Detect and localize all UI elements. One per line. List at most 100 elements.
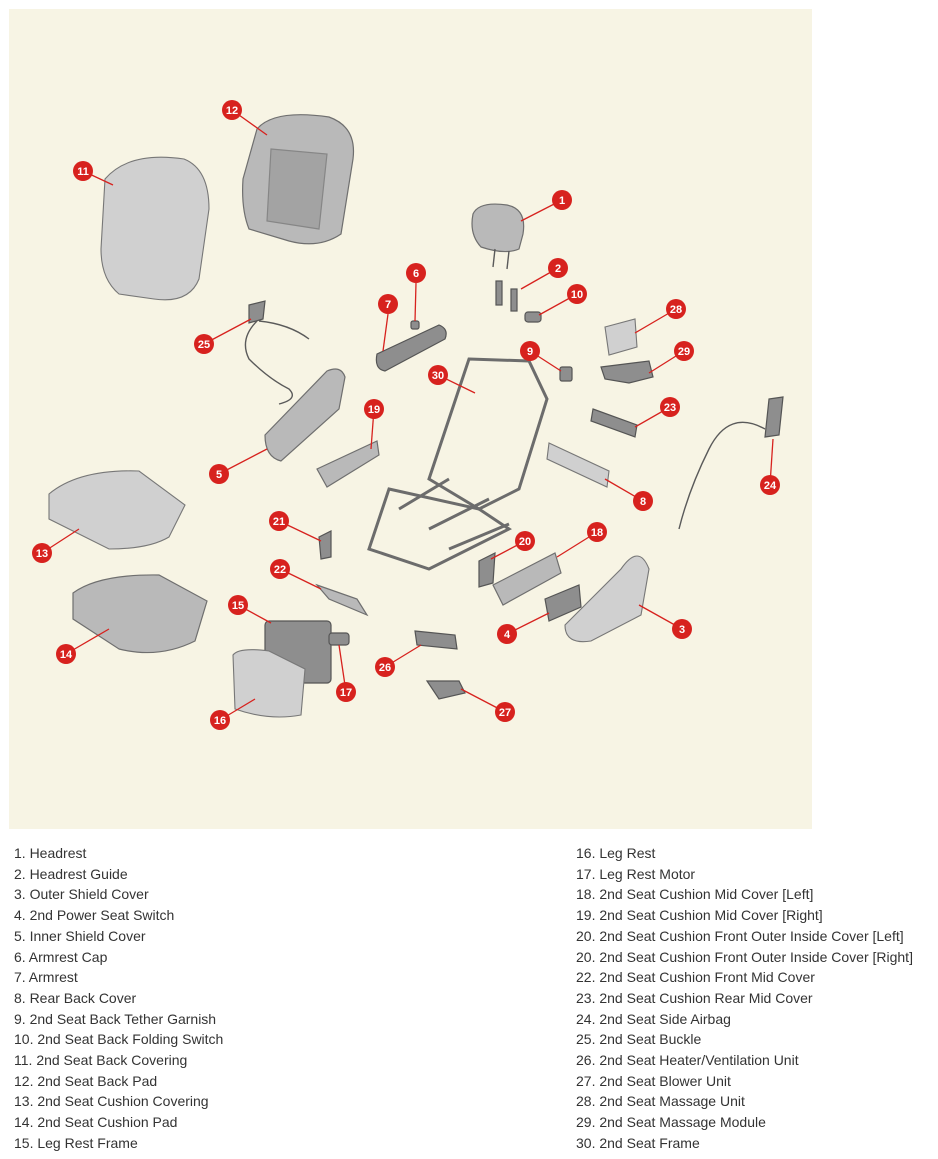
legend-item: 10. 2nd Seat Back Folding Switch xyxy=(14,1031,224,1048)
callout-11: 11 xyxy=(73,161,93,181)
svg-text:17: 17 xyxy=(340,687,352,699)
part-rear-back-cover xyxy=(546,442,610,488)
part-headrest xyxy=(471,203,525,253)
legend-item: 14. 2nd Seat Cushion Pad xyxy=(14,1114,178,1131)
svg-text:5: 5 xyxy=(216,469,222,481)
part-tether-garnish xyxy=(559,366,573,382)
legend-item: 16. Leg Rest xyxy=(576,845,656,861)
callout-22: 22 xyxy=(270,559,290,579)
part-leg-rest xyxy=(232,649,306,718)
svg-text:19: 19 xyxy=(368,404,380,416)
svg-text:9: 9 xyxy=(527,346,533,358)
callout-markers: 1 2 3 4 5 6 7 8 9 10 11 12 13 14 15 16 1… xyxy=(32,100,780,730)
callout-25: 25 xyxy=(194,334,214,354)
callout-16: 16 xyxy=(210,710,230,730)
part-massage-module xyxy=(600,360,654,384)
part-front-outer-cover-21 xyxy=(318,530,332,560)
svg-text:29: 29 xyxy=(678,346,690,358)
callout-2: 2 xyxy=(548,258,568,278)
svg-text:25: 25 xyxy=(198,339,210,351)
part-buckle xyxy=(248,300,266,324)
part-cushion-covering xyxy=(48,470,186,550)
callout-28: 28 xyxy=(666,299,686,319)
svg-text:10: 10 xyxy=(571,289,583,301)
legend-item: 20. 2nd Seat Cushion Front Outer Inside … xyxy=(576,948,913,965)
callout-29: 29 xyxy=(674,341,694,361)
part-mid-cover-right xyxy=(316,440,380,488)
svg-text:27: 27 xyxy=(499,707,511,719)
svg-text:24: 24 xyxy=(764,480,777,492)
legend-item: 20. 2nd Seat Cushion Front Outer Inside … xyxy=(576,927,904,944)
legend-item: 9. 2nd Seat Back Tether Garnish xyxy=(14,1010,217,1027)
part-seat-back-covering xyxy=(100,156,210,301)
svg-text:12: 12 xyxy=(226,105,238,117)
legend-item: 6. Armrest Cap xyxy=(14,948,108,965)
svg-text:20: 20 xyxy=(519,536,531,548)
svg-text:13: 13 xyxy=(36,548,48,560)
legend-item: 30. 2nd Seat Frame xyxy=(576,1134,700,1151)
legend-item: 8. Rear Back Cover xyxy=(14,989,137,1006)
callout-19: 19 xyxy=(364,399,384,419)
callout-9: 9 xyxy=(520,341,540,361)
legend-item: 7. Armrest xyxy=(14,969,78,986)
svg-text:18: 18 xyxy=(591,527,603,539)
svg-text:11: 11 xyxy=(77,166,89,178)
parts-legend-left: 1. Headrest 2. Headrest Guide 3. Outer S… xyxy=(14,843,223,1154)
legend-item: 5. Inner Shield Cover xyxy=(14,927,146,944)
callout-13: 13 xyxy=(32,543,52,563)
part-leg-rest-motor xyxy=(328,632,350,646)
svg-text:14: 14 xyxy=(60,649,73,661)
legend-item: 25. 2nd Seat Buckle xyxy=(576,1031,702,1048)
part-cushion-pad xyxy=(72,574,208,654)
svg-text:2: 2 xyxy=(555,263,561,275)
callout-4: 4 xyxy=(497,624,517,644)
legend-item: 23. 2nd Seat Cushion Rear Mid Cover xyxy=(576,989,813,1006)
callout-18: 18 xyxy=(587,522,607,542)
callout-27: 27 xyxy=(495,702,515,722)
part-armrest-cap xyxy=(410,320,420,330)
legend-item: 2. Headrest Guide xyxy=(14,865,128,882)
legend-item: 3. Outer Shield Cover xyxy=(14,886,149,903)
callout-7: 7 xyxy=(378,294,398,314)
svg-text:7: 7 xyxy=(385,299,391,311)
diagram-drawing: 1 2 3 4 5 6 7 8 9 10 11 12 13 14 15 16 1… xyxy=(32,100,784,730)
legend-item: 11. 2nd Seat Back Covering xyxy=(14,1052,188,1069)
svg-text:3: 3 xyxy=(679,624,685,636)
callout-6: 6 xyxy=(406,263,426,283)
exploded-seat-diagram: 1 2 3 4 5 6 7 8 9 10 11 12 13 14 15 16 1… xyxy=(9,9,812,829)
legend-item: 17. Leg Rest Motor xyxy=(576,865,696,882)
callout-23: 23 xyxy=(660,397,680,417)
legend-item: 12. 2nd Seat Back Pad xyxy=(14,1072,158,1089)
legend-item: 27. 2nd Seat Blower Unit xyxy=(576,1072,731,1089)
seat-parts xyxy=(48,114,784,718)
svg-text:4: 4 xyxy=(504,629,511,641)
legend-item: 1. Headrest xyxy=(14,845,87,861)
callout-3: 3 xyxy=(672,619,692,639)
svg-text:8: 8 xyxy=(640,496,646,508)
callout-8: 8 xyxy=(633,491,653,511)
parts-legend-right: 16. Leg Rest 17. Leg Rest Motor 18. 2nd … xyxy=(576,843,913,1154)
svg-text:16: 16 xyxy=(214,715,226,727)
callout-15: 15 xyxy=(228,595,248,615)
callout-14: 14 xyxy=(56,644,76,664)
callout-26: 26 xyxy=(375,657,395,677)
callout-12: 12 xyxy=(222,100,242,120)
svg-text:28: 28 xyxy=(670,304,682,316)
svg-text:30: 30 xyxy=(432,370,444,382)
callout-1: 1 xyxy=(552,190,572,210)
part-armrest xyxy=(375,324,447,372)
part-side-airbag xyxy=(764,396,784,438)
part-seat-frame xyxy=(427,357,549,511)
part-front-outer-cover-20 xyxy=(478,551,496,588)
callout-24: 24 xyxy=(760,475,780,495)
part-headrest-guide xyxy=(495,280,503,306)
legend-item: 18. 2nd Seat Cushion Mid Cover [Left] xyxy=(576,886,814,903)
part-front-mid-cover xyxy=(315,583,369,617)
legend-item: 29. 2nd Seat Massage Module xyxy=(576,1114,766,1131)
svg-text:15: 15 xyxy=(232,600,244,612)
svg-text:1: 1 xyxy=(559,195,565,207)
svg-text:6: 6 xyxy=(413,268,419,280)
part-mid-cover-left xyxy=(492,552,562,606)
callout-10: 10 xyxy=(567,284,587,304)
svg-text:26: 26 xyxy=(379,662,391,674)
